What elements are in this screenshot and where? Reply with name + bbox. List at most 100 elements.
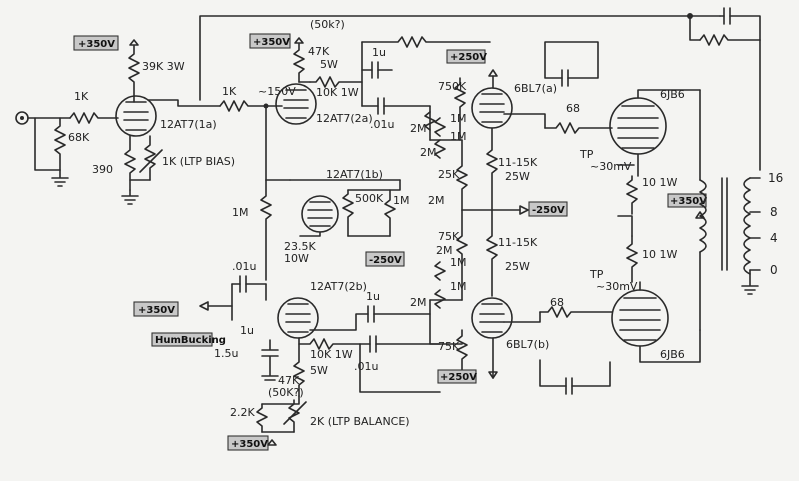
svg-text:1.5u: 1.5u (214, 347, 238, 360)
svg-text:1M: 1M (232, 206, 249, 219)
svg-text:1K (LTP BIAS): 1K (LTP BIAS) (162, 155, 235, 168)
resistor-1m-mid: 1M (232, 179, 272, 281)
svg-text:.01u: .01u (232, 260, 256, 273)
resistor-25k: 25K (438, 139, 468, 211)
svg-text:2K (LTP BALANCE): 2K (LTP BALANCE) (310, 415, 410, 428)
svg-text:1M: 1M (450, 112, 467, 125)
supply-tag-350v-pi: +350V (50k?) (249, 18, 345, 49)
cap-01u-top: .01u (361, 97, 431, 131)
resistor-1k-mid: 1K ~150V (219, 85, 296, 112)
svg-text:68: 68 (550, 296, 564, 309)
svg-text:6JB6: 6JB6 (660, 348, 685, 361)
resistor-10-bottom: 10 1W (626, 235, 677, 283)
svg-text:+350V: +350V (138, 305, 175, 316)
svg-text:4: 4 (770, 231, 778, 245)
bias-network-bottom: 75K 2M 1M 1M 2M (410, 209, 468, 345)
tube-v1-12at7: 12AT7(1a) (115, 95, 217, 137)
supply-tag-350v-bottom: +350V (227, 435, 277, 451)
svg-text:47K: 47K (278, 374, 300, 387)
supply-tag-250v-top: +250V (446, 49, 498, 77)
svg-text:11-15K: 11-15K (498, 236, 538, 249)
input-jack (15, 111, 71, 171)
svg-text:12AT7(1b): 12AT7(1b) (326, 168, 383, 181)
svg-text:1u: 1u (240, 324, 254, 337)
svg-text:5W: 5W (310, 364, 328, 377)
svg-text:1M: 1M (450, 256, 467, 269)
svg-text:75K: 75K (438, 340, 460, 353)
svg-text:1M: 1M (450, 280, 467, 293)
svg-text:750K: 750K (438, 80, 467, 93)
resistor-390: 390 (92, 135, 139, 205)
svg-text:6BL7(b): 6BL7(b) (506, 338, 549, 351)
resistor-10k-top: 10K 1W (309, 76, 363, 99)
svg-text:10 1W: 10 1W (642, 176, 677, 189)
svg-text:10W: 10W (284, 252, 309, 265)
svg-text:39K 3W: 39K 3W (142, 60, 185, 73)
resistor-1m-cf: 1M (384, 189, 410, 237)
svg-text:+250V: +250V (450, 52, 487, 63)
svg-text:.01u: .01u (354, 360, 378, 373)
cap-01u-bottom: .01u (354, 335, 441, 393)
svg-text:1K: 1K (222, 85, 237, 98)
resistor-10-top: 10 1W (626, 175, 677, 215)
resistor-10k-bottom: 10K 1W (298, 337, 361, 361)
tube-d2-6bl7: 6BL7(b) (471, 297, 549, 379)
svg-text:11-15K: 11-15K (498, 156, 538, 169)
svg-text:HumBucking: HumBucking (155, 335, 226, 346)
cap-01u-left: .01u (231, 260, 267, 321)
supply-tag-350v-input: +350V (73, 35, 139, 51)
tube-o1-6jb6: 6JB6 (609, 88, 701, 177)
svg-text:500K: 500K (355, 192, 384, 205)
supply-tag-350v-out: +350V (667, 193, 707, 219)
svg-text:390: 390 (92, 163, 113, 176)
svg-text:.01u: .01u (370, 118, 394, 131)
testpoint-bottom: TP ~30mV (589, 268, 638, 293)
cap-1u-left: 1u (240, 283, 267, 337)
svg-text:2M: 2M (410, 122, 427, 135)
resistor-47k-5w-top: 47K 5W (293, 43, 338, 83)
cap-1u-bottom: 1u (309, 290, 431, 331)
resistor-11-15k-bottom: 11-15K 25W (486, 209, 538, 297)
svg-text:2.2K: 2.2K (230, 406, 255, 419)
svg-text:0: 0 (770, 263, 778, 277)
svg-text:2M: 2M (420, 146, 437, 159)
cap-1u-top: 1u (361, 41, 393, 107)
svg-text:+350V: +350V (231, 439, 268, 450)
output-transformer: 16 8 4 0 (699, 89, 783, 331)
svg-text:10K 1W: 10K 1W (316, 86, 359, 99)
svg-text:25K: 25K (438, 168, 460, 181)
svg-text:68K: 68K (68, 131, 90, 144)
bias-network-top: 2M 1M 1M 2M (410, 105, 467, 159)
svg-text:2M: 2M (410, 296, 427, 309)
svg-text:~150V: ~150V (258, 85, 296, 98)
svg-text:1u: 1u (372, 46, 386, 59)
svg-text:2M: 2M (436, 244, 453, 257)
svg-text:-250V: -250V (532, 205, 565, 216)
resistor-11-15k-top: 11-15K 25W (486, 127, 538, 211)
tube-v2b-12at7: 12AT7(2b) (277, 280, 367, 339)
svg-text:6BL7(a): 6BL7(a) (514, 82, 557, 95)
svg-text:1M: 1M (393, 194, 410, 207)
svg-text:25W: 25W (505, 170, 530, 183)
resistor-500k: 500K (342, 189, 384, 237)
resistor-39k-3w: 39K 3W (128, 45, 185, 97)
svg-text:12AT7(2b): 12AT7(2b) (310, 280, 367, 293)
svg-text:68: 68 (566, 102, 580, 115)
svg-text:~30mV: ~30mV (596, 280, 638, 293)
svg-text:10 1W: 10 1W (642, 248, 677, 261)
svg-text:5W: 5W (320, 58, 338, 71)
svg-text:8: 8 (770, 205, 778, 219)
svg-text:1M: 1M (450, 130, 467, 143)
svg-text:(50K?): (50K?) (268, 386, 304, 399)
svg-text:75K: 75K (438, 230, 460, 243)
svg-text:10K 1W: 10K 1W (310, 348, 353, 361)
svg-text:1K: 1K (74, 90, 89, 103)
pot-2k-ltp-balance: 2K (LTP BALANCE) (261, 395, 410, 433)
svg-text:(50k?): (50k?) (310, 18, 345, 31)
tube-o2-6jb6: 6JB6 (611, 281, 701, 363)
supply-tag-humbucking: HumBucking 1.5u (151, 332, 279, 381)
svg-text:~30mV: ~30mV (590, 160, 632, 173)
resistor-750k: 750K (438, 77, 467, 141)
svg-text:25W: 25W (505, 260, 530, 273)
